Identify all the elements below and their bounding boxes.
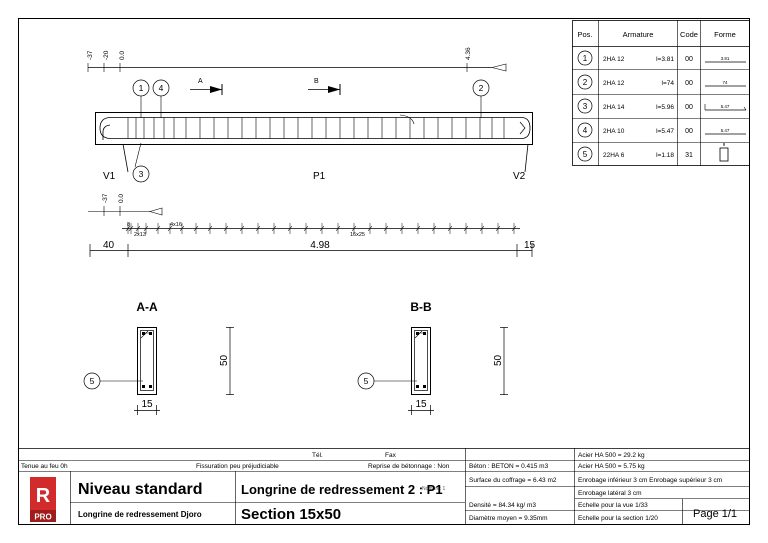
table-length: l=3.81 xyxy=(656,56,674,63)
table-length: l=74 xyxy=(662,80,675,87)
level-title: Niveau standard xyxy=(78,481,202,498)
section-title-block: Section 15x50 xyxy=(241,506,341,523)
marker-label: 4 xyxy=(159,83,164,93)
level-dim: -20 xyxy=(103,50,110,60)
table-code: 00 xyxy=(685,104,693,111)
table-pos: 3 xyxy=(583,102,588,111)
table-header-armature: Armature xyxy=(623,30,654,39)
dimension-lines: -37 0.0 8 2x13 4x16 16x25 40 4.98 15 xyxy=(88,193,536,257)
beam-outline xyxy=(95,112,533,145)
section-width-dim: 15 xyxy=(141,399,153,410)
marker-label: 2 xyxy=(479,83,484,93)
coffrage-surface: Surface du coffrage = 6.43 m2 xyxy=(469,477,557,484)
scale-view: Echelle pour la vue 1/33 xyxy=(578,502,648,509)
table-header-pos: Pos. xyxy=(577,30,592,39)
enrobage-lateral: Enrobage latéral 3 cm xyxy=(578,490,642,497)
table-bars: 2HA 12 xyxy=(603,80,625,87)
stirrup-spacing-label: 8 xyxy=(127,222,130,228)
logo-letter: R xyxy=(36,485,51,507)
table-bars: 2HA 12 xyxy=(603,56,625,63)
level-dim: 0.0 xyxy=(119,51,126,60)
section-height-dim: 50 xyxy=(219,354,230,366)
table-pos-marker xyxy=(577,122,593,138)
bar-shape-label: 74 xyxy=(722,80,728,85)
revit-logo: R PRO xyxy=(24,476,64,522)
support-right-label: V2 xyxy=(513,171,526,182)
diametre: Diamètre moyen = 9.35mm xyxy=(469,515,548,522)
table-bars: 2HA 10 xyxy=(603,128,625,135)
table-pos: 2 xyxy=(583,78,588,87)
stirrup-spacing-label: 16x25 xyxy=(350,232,365,238)
beton-qty: Béton : BETON = 0.415 m3 xyxy=(469,463,549,470)
table-pos-marker xyxy=(577,146,593,162)
sheet-frame xyxy=(18,18,750,525)
stirrup-spacing-label: 4x16 xyxy=(170,222,182,228)
enrobage-note: Enrobage inférieur 3 cm Enrobage supérie… xyxy=(578,477,722,484)
table-pos: 4 xyxy=(583,126,588,135)
level-dim: -37 xyxy=(87,50,94,60)
element-overlap: Nombre: 1 xyxy=(422,486,446,492)
table-pos-marker xyxy=(577,98,593,114)
elevation-view: -37 -20 0.0 4.36 A B 1 4 2 xyxy=(87,47,533,183)
tel-label: Tél. xyxy=(312,452,323,459)
stirrup-shape xyxy=(719,147,729,162)
project-name: Longrine de redressement Djoro xyxy=(78,510,202,519)
acier-qty: Acier HA 500 = 29.2 kg xyxy=(578,452,645,459)
bar-shape-label: 5.47 xyxy=(721,104,730,109)
table-code: 31 xyxy=(685,152,693,159)
section-title: B-B xyxy=(410,300,432,314)
table-pos-marker xyxy=(577,74,593,90)
bar-shape-label: 3.81 xyxy=(721,56,730,61)
acier-qty: Acier HA 500 = 5.75 kg xyxy=(578,463,645,470)
marker-label: 3 xyxy=(139,169,144,179)
fax-label: Fax xyxy=(385,452,397,459)
table-pos: 5 xyxy=(583,150,588,159)
title-block: Tél. Fax Tenue au feu 0h Fissuration peu… xyxy=(18,448,750,524)
beam-label: P1 xyxy=(313,171,326,182)
reprise-note: Reprise de bétonnage : Non xyxy=(368,463,450,470)
element-title: Longrine de redressement 2 : P1 xyxy=(241,482,443,497)
table-code: 00 xyxy=(685,56,693,63)
section-a-a: A-A 50 15 5 xyxy=(83,300,234,415)
cracking-note: Fissuration peu préjudiciable xyxy=(196,463,279,470)
table-header-forme: Forme xyxy=(714,30,736,39)
marker-3 xyxy=(132,165,150,183)
table-pos-marker xyxy=(577,50,593,66)
marker-label: 5 xyxy=(364,376,369,386)
table-bars: 22HA 6 xyxy=(603,152,625,159)
bar-shape-label: 9 xyxy=(723,142,726,147)
table-length: l=5.96 xyxy=(656,104,674,111)
logo-badge: PRO xyxy=(34,513,51,522)
fire-resistance: Tenue au feu 0h xyxy=(21,463,68,470)
section-mark-b: B xyxy=(314,78,319,85)
table-bars: 2HA 14 xyxy=(603,104,625,111)
stirrup-spacing-label: 2x13 xyxy=(134,232,146,238)
level-dim: 0.0 xyxy=(118,194,125,203)
density: Densité = 84.34 kg/ m3 xyxy=(469,502,536,509)
section-b-b: B-B 50 15 5 xyxy=(357,300,508,415)
dim-span: 4.98 xyxy=(310,240,330,251)
section-height-dim: 50 xyxy=(493,354,504,366)
table-length: l=5.47 xyxy=(656,128,674,135)
support-left-label: V1 xyxy=(103,171,116,182)
table-header-code: Code xyxy=(680,30,698,39)
table-code: 00 xyxy=(685,128,693,135)
bar-shape-label: 5.47 xyxy=(721,128,730,133)
table-pos: 1 xyxy=(583,54,588,63)
marker-label: 1 xyxy=(139,83,144,93)
section-title: A-A xyxy=(136,300,158,314)
marker-label: 5 xyxy=(90,376,95,386)
scale-section: Echelle pour la section 1/20 xyxy=(578,515,658,522)
section-mark-a: A xyxy=(198,78,203,85)
section-width-dim: 15 xyxy=(415,399,427,410)
table-length: l=1.18 xyxy=(656,152,674,159)
level-dim: 4.36 xyxy=(465,47,472,60)
dim-left: 40 xyxy=(103,240,115,251)
level-dim: -37 xyxy=(102,193,109,203)
page-number: Page 1/1 xyxy=(693,508,737,520)
rebar-table: Pos. Armature Code Forme 1 2HA 12 l=3.81 00… xyxy=(572,20,750,166)
table-code: 00 xyxy=(685,80,693,87)
dim-right: 15 xyxy=(524,240,536,251)
